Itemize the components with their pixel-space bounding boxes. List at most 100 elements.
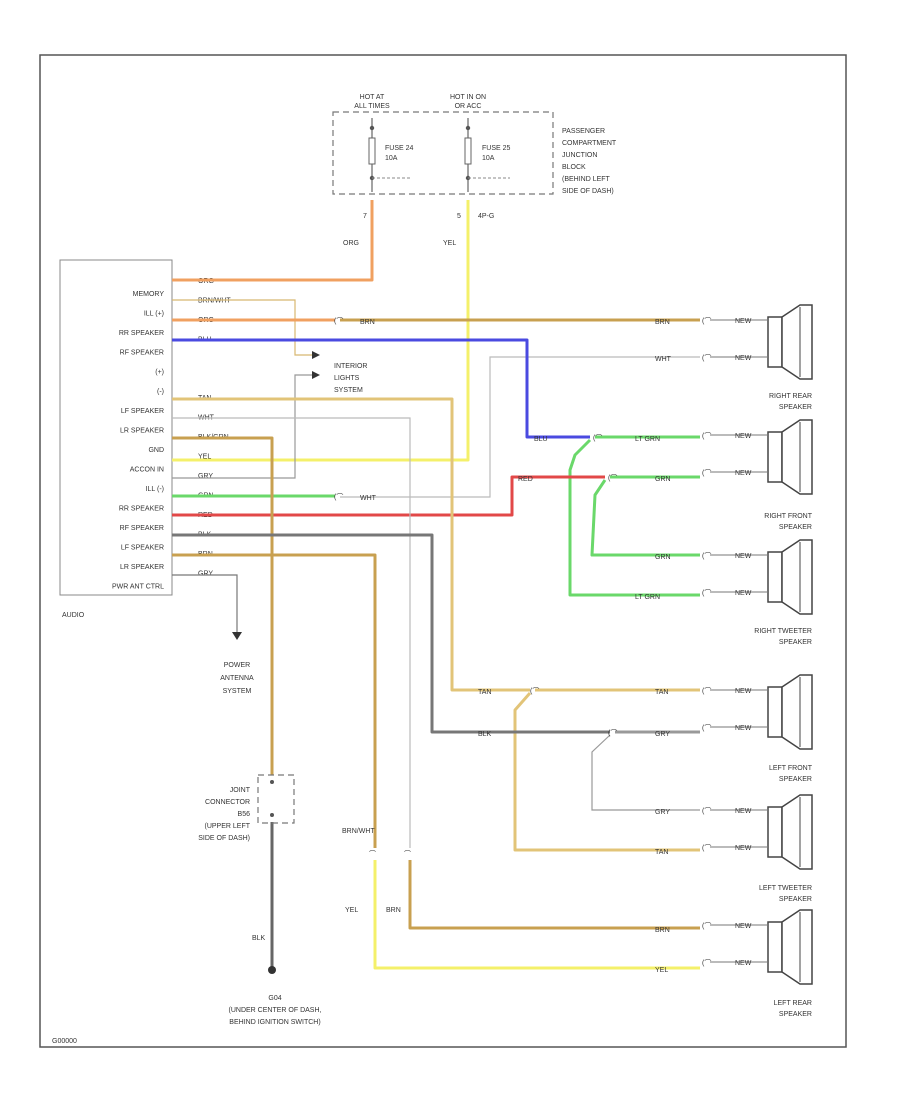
wire-lr-yel [373,860,700,970]
speaker-terminal-label: NEW [735,355,752,362]
wire-ltweet-gry [591,734,700,811]
speaker-name: LEFT REAR [774,1000,812,1007]
audio-pin-label: ILL (+) [144,311,164,318]
wire-lf-tan [172,397,530,692]
svg-text:COMPARTMENT: COMPARTMENT [562,140,617,147]
audio-pin-label: LF SPEAKER [121,545,164,552]
svg-text:G04: G04 [268,995,281,1002]
svg-text:(UNDER CENTER OF DASH,: (UNDER CENTER OF DASH, [229,1007,322,1014]
svg-text:BRN: BRN [655,319,670,326]
svg-text:(BEHIND LEFT: (BEHIND LEFT [562,176,611,183]
connector-icon: (⌒ [702,724,711,732]
connector-icon: (⌒ [702,959,711,967]
arrow-down-icon [232,632,242,640]
fuse-25-icon [464,137,472,165]
connector-icon: ⌒ [404,850,411,858]
speaker-icon [767,921,783,973]
speaker-cone [781,794,813,870]
svg-text:B56: B56 [238,811,251,818]
audio-pin-label: PWR ANT CTRL [112,584,164,591]
pin-5: 5 [457,213,461,220]
speaker-name: SPEAKER [779,1011,812,1018]
wire-ltweet-tan [513,692,700,852]
svg-text:YEL: YEL [345,907,358,914]
svg-text:WHT: WHT [360,495,377,502]
connector-icon: (⌒ [702,317,711,325]
audio-pin-label: (+) [155,369,164,376]
audio-pin-label: RR SPEAKER [119,506,164,513]
speaker-terminal-label: NEW [735,808,752,815]
svg-text:BEHIND IGNITION SWITCH): BEHIND IGNITION SWITCH) [229,1019,320,1026]
speaker-name: SPEAKER [779,896,812,903]
speaker-name: LEFT FRONT [769,765,813,772]
speaker-terminal-label: NEW [735,960,752,967]
svg-text:BLK: BLK [252,935,266,942]
wire-ill-minus [172,374,312,479]
joint-connector: JOINT CONNECTOR B56 (UPPER LEFT SIDE OF … [198,774,295,842]
audio-pin-label: LR SPEAKER [120,564,164,571]
svg-text:CONNECTOR: CONNECTOR [205,799,250,806]
connector-icon: (⌒ [530,687,539,695]
inline-connectors: (⌒ (⌒ (⌒ (⌒ (⌒ (⌒ ⌒ ⌒ [334,317,617,858]
svg-text:TAN: TAN [478,689,491,696]
speaker-icon [767,551,783,603]
svg-text:ANTENNA: ANTENNA [220,675,254,682]
speaker-terminal-label: NEW [735,688,752,695]
svg-text:4P-G: 4P-G [478,213,494,220]
svg-text:INTERIOR: INTERIOR [334,363,367,370]
arrow-icon [312,371,320,379]
audio-pin-label: GND [148,447,164,454]
diagram-frame [39,54,847,1048]
connector-icon: (⌒ [608,729,617,737]
ground-label: G04 (UNDER CENTER OF DASH, BEHIND IGNITI… [229,995,322,1026]
audio-pin-label: RF SPEAKER [120,350,164,357]
svg-text:BRN: BRN [655,927,670,934]
speaker-terminal-label: NEW [735,590,752,597]
diagram-id: G00000 [52,1038,77,1045]
speaker-name: RIGHT TWEETER [754,628,812,635]
speaker-icon [767,686,783,738]
speaker-terminal-label: NEW [735,725,752,732]
wire-gnd [172,436,274,775]
wire-yel-label: YEL [443,240,456,247]
speaker-terminal-label: NEW [735,318,752,325]
svg-text:SYSTEM: SYSTEM [223,688,252,695]
connector-icon: (⌒ [334,493,343,501]
audio-pin-label: ILL (-) [146,486,164,493]
wire-rf-red [172,475,605,517]
wire-rf-blu [172,338,590,439]
fuse-25-label: FUSE 25 [482,145,511,152]
svg-text:BRN: BRN [386,907,401,914]
audio-pin-label: MEMORY [133,291,165,298]
wires [172,200,700,974]
junction-block-outline [332,111,554,195]
svg-text:SYSTEM: SYSTEM [334,387,363,394]
wire-rr-minus-wht [340,356,700,498]
wire-ill-plus [172,299,312,356]
svg-text:WHT: WHT [655,356,672,363]
connector-icon: (⌒ [702,354,711,362]
fuse-block: HOT AT ALL TIMES HOT IN ON OR ACC FUSE 2… [332,94,617,247]
svg-text:GRY: GRY [655,809,670,816]
wire-lr-brn2 [408,860,700,930]
speaker-name: LEFT TWEETER [759,885,812,892]
svg-text:10A: 10A [482,155,495,162]
audio-pin-wire: GRY [198,473,213,480]
speaker-icon [767,431,783,483]
speaker-name: SPEAKER [779,639,812,646]
fuse-24-icon [368,137,376,165]
svg-text:SIDE OF DASH): SIDE OF DASH) [198,835,250,842]
audio-pin-label: LR SPEAKER [120,428,164,435]
speaker-terminal-label: NEW [735,845,752,852]
audio-pin-wire: YEL [198,454,211,461]
audio-pin-wire: BRN/WHT [198,298,231,305]
speaker-name: RIGHT REAR [769,393,812,400]
hot-left-label: HOT AT [360,94,385,101]
svg-text:BLK: BLK [478,731,492,738]
